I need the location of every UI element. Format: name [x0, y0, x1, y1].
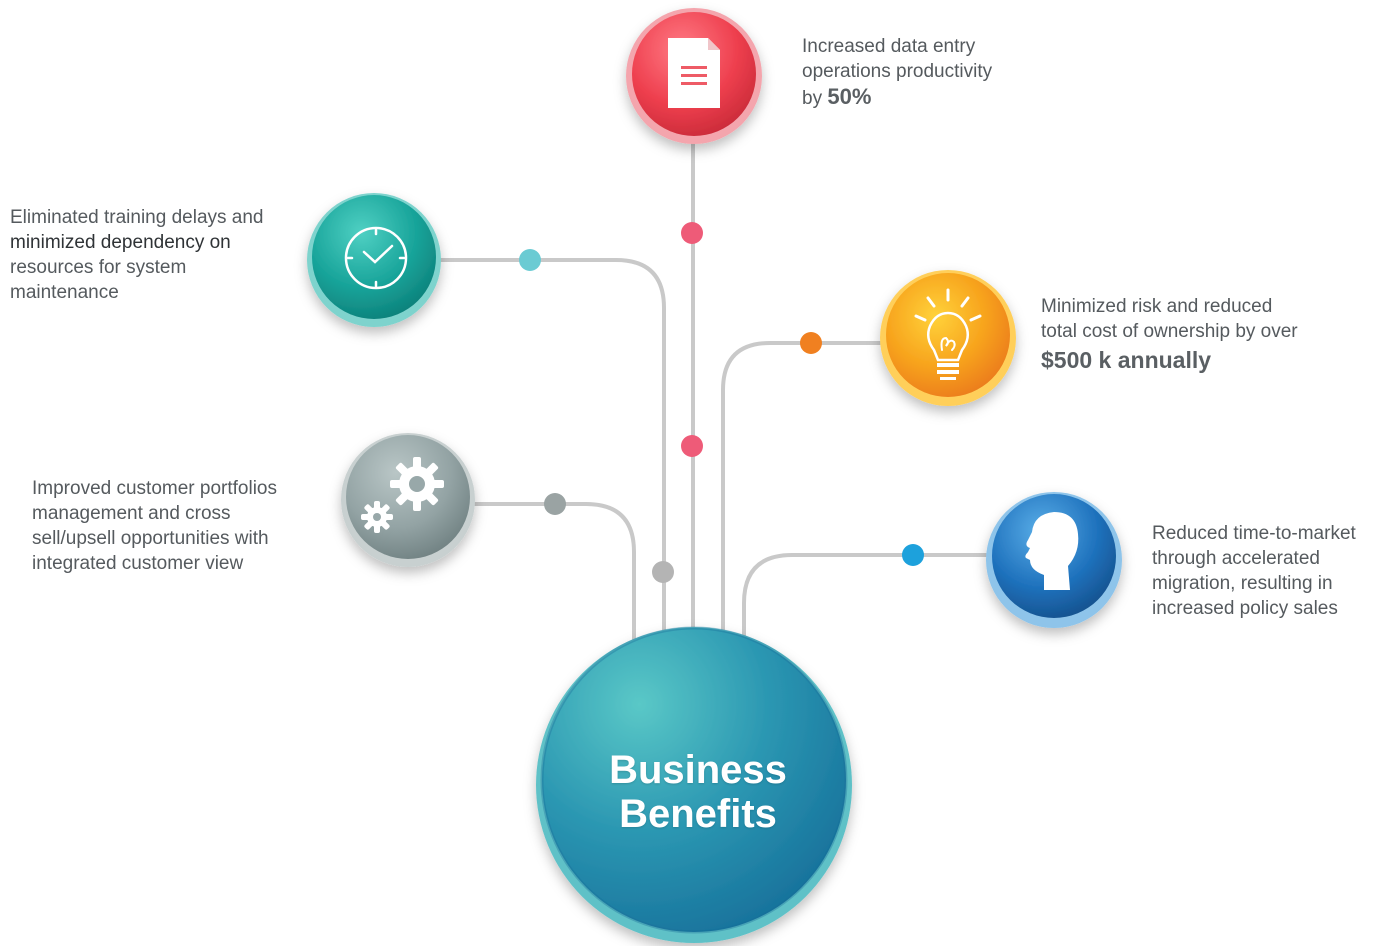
- benefit-cost-line1: Minimized risk and reduced: [1041, 296, 1273, 317]
- center-node: [536, 626, 852, 943]
- benefit-portfolio-text: Improved customer portfolios management …: [32, 476, 332, 576]
- connector-gears: [466, 502, 636, 647]
- benefit-training-line2: minimized dependency on: [10, 232, 231, 253]
- connector-lines: [436, 138, 992, 647]
- benefit-portfolio-line2: management and cross: [32, 503, 231, 524]
- benefit-market-line2: through accelerated: [1152, 548, 1320, 569]
- benefit-productivity-line2: operations productivity: [802, 61, 993, 82]
- dot-teal: [519, 249, 541, 271]
- connector-lightbulb: [721, 341, 886, 642]
- lightbulb-icon: [914, 288, 982, 380]
- benefit-productivity-prefix: by: [802, 88, 823, 109]
- lightbulb-node: [880, 270, 1016, 406]
- dot-pink-top: [681, 222, 703, 244]
- benefit-portfolio-line3: sell/upsell opportunities with: [32, 528, 269, 549]
- benefit-cost-highlight: $500 k annually: [1041, 347, 1212, 373]
- benefit-productivity-text: Increased data entry operations producti…: [802, 34, 1122, 111]
- benefit-training-line4: maintenance: [10, 282, 119, 303]
- benefit-productivity-highlight: 50%: [827, 84, 872, 109]
- benefit-market-line4: increased policy sales: [1152, 598, 1338, 619]
- clock-icon: [344, 226, 408, 290]
- benefit-cost-text: Minimized risk and reduced total cost of…: [1041, 294, 1381, 376]
- dot-blue: [902, 544, 924, 566]
- benefit-training-line3: resources for system: [10, 257, 187, 278]
- benefit-market-text: Reduced time-to-market through accelerat…: [1152, 521, 1392, 621]
- benefit-market-line1: Reduced time-to-market: [1152, 523, 1356, 544]
- gears-node: [341, 433, 475, 567]
- benefit-training-line1: Eliminated training delays and: [10, 207, 264, 228]
- head-icon: [1025, 512, 1079, 590]
- center-title-line2: Benefits: [619, 792, 777, 836]
- benefit-cost-line2: total cost of ownership by over: [1041, 321, 1298, 342]
- dot-gray-right: [544, 493, 566, 515]
- benefit-training-text: Eliminated training delays and minimized…: [10, 205, 310, 305]
- dot-orange: [800, 332, 822, 354]
- benefit-portfolio-line1: Improved customer portfolios: [32, 478, 277, 499]
- benefit-productivity-line1: Increased data entry: [802, 36, 976, 57]
- center-title-line1: Business: [609, 748, 787, 792]
- benefit-market-line3: migration, resulting in: [1152, 573, 1333, 594]
- gears-icon: [361, 457, 444, 533]
- center-title: Business Benefits: [560, 748, 836, 836]
- document-icon: [668, 38, 720, 108]
- benefit-portfolio-line4: integrated customer view: [32, 553, 244, 574]
- dot-gray-bottom: [652, 561, 674, 583]
- benefit-productivity-line3: by 50%: [802, 84, 1122, 111]
- connector-head: [742, 553, 992, 642]
- connector-dots: [519, 222, 924, 583]
- dot-pink-middle: [681, 435, 703, 457]
- connector-clock: [436, 258, 666, 642]
